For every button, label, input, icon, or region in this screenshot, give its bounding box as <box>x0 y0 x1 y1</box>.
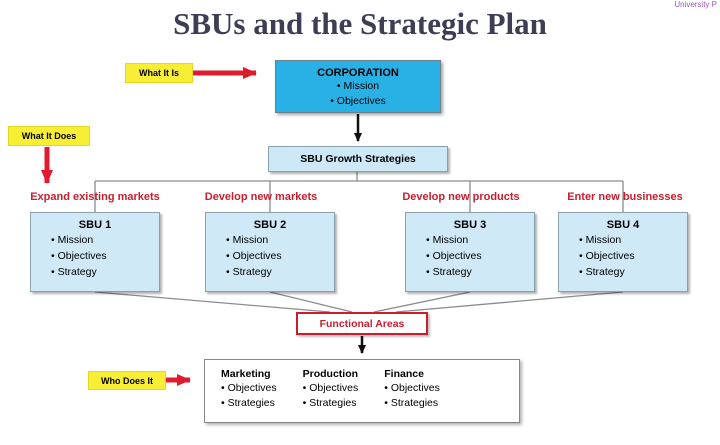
sbu-title: SBU 2 <box>253 219 287 231</box>
list-item: Mission <box>226 233 334 249</box>
sbu-title: SBU 3 <box>453 219 487 231</box>
list-item: Strategies <box>221 396 277 411</box>
list-item: Strategy <box>51 265 159 281</box>
sbu-3-box: SBU 3 Mission Objectives Strategy <box>405 212 535 292</box>
sbu-title: SBU 4 <box>606 219 640 231</box>
sbu-growth-strategies-box: SBU Growth Strategies <box>268 146 448 172</box>
list-item: Objectives <box>276 94 440 109</box>
list-item: Strategy <box>426 265 534 281</box>
sbu-items: Mission Objectives Strategy <box>406 233 534 280</box>
corporation-box: CORPORATION Mission Objectives <box>275 60 441 113</box>
sbu-items: Mission Objectives Strategy <box>206 233 334 280</box>
function-title: Production <box>302 368 359 380</box>
list-item: Strategy <box>226 265 334 281</box>
list-item: Strategies <box>303 396 359 411</box>
sbu-2-box: SBU 2 Mission Objectives Strategy <box>205 212 335 292</box>
list-item: Mission <box>426 233 534 249</box>
list-item: Objectives <box>426 249 534 265</box>
page-title: SBUs and the Strategic Plan <box>173 6 547 41</box>
function-title: Finance <box>384 368 424 380</box>
tag-what-it-does: What It Does <box>8 126 90 146</box>
corporation-items: Mission Objectives <box>276 79 440 108</box>
sbu-title: SBU 1 <box>78 219 112 231</box>
list-item: Objectives <box>226 249 334 265</box>
list-item: Strategy <box>579 265 687 281</box>
list-item: Objectives <box>51 249 159 265</box>
list-item: Strategies <box>384 396 440 411</box>
function-title: Marketing <box>221 368 271 380</box>
sbu-1-box: SBU 1 Mission Objectives Strategy <box>30 212 160 292</box>
function-col-finance: Finance Objectives Strategies <box>384 368 440 422</box>
sbu-items: Mission Objectives Strategy <box>31 233 159 280</box>
sbu-4-box: SBU 4 Mission Objectives Strategy <box>558 212 688 292</box>
strategy-label-expand-existing-markets: Expand existing markets <box>30 191 160 203</box>
list-item: Mission <box>579 233 687 249</box>
function-col-production: Production Objectives Strategies <box>303 368 359 422</box>
strategy-label-enter-new-businesses: Enter new businesses <box>567 191 683 203</box>
function-col-marketing: Marketing Objectives Strategies <box>221 368 277 422</box>
watermark-text: University P <box>674 0 717 9</box>
function-items: Objectives Strategies <box>303 381 359 411</box>
list-item: Mission <box>51 233 159 249</box>
functional-areas-box: Functional Areas <box>296 312 428 335</box>
tag-who-does-it: Who Does It <box>88 371 166 390</box>
tag-what-it-is: What It Is <box>125 63 193 83</box>
list-item: Objectives <box>303 381 358 396</box>
list-item: Objectives <box>384 381 440 396</box>
functions-box: Marketing Objectives Strategies Producti… <box>204 359 520 423</box>
strategy-label-develop-new-products: Develop new products <box>402 191 520 203</box>
function-items: Objectives Strategies <box>221 381 277 410</box>
corporation-title: CORPORATION <box>317 67 399 79</box>
function-items: Objectives Strategies <box>384 381 440 410</box>
list-item: Objectives <box>579 249 687 265</box>
list-item: Mission <box>276 79 440 94</box>
list-item: Objectives <box>221 381 277 396</box>
sbu-items: Mission Objectives Strategy <box>559 233 687 280</box>
strategy-label-develop-new-markets: Develop new markets <box>204 191 318 203</box>
